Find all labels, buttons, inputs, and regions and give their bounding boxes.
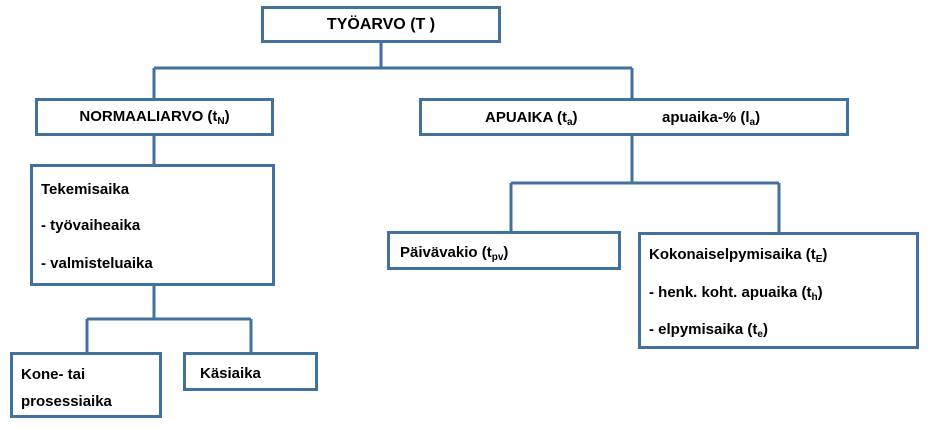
machine-line-1: Kone- tai xyxy=(21,366,86,383)
normal-label: NORMAALIARVO (tN) xyxy=(79,108,230,127)
aux-percent-label: apuaika-% (la) xyxy=(662,109,761,128)
recovery-title: Kokonaiselpymisaika (tE) xyxy=(649,246,828,265)
recovery-box: Kokonaiselpymisaika (tE) - henk. koht. a… xyxy=(638,232,919,349)
recovery-item-2: - elpymisaika (te) xyxy=(649,321,768,340)
aux-box: APUAIKA (ta) apuaika-% (la) xyxy=(419,98,849,136)
work-title: Tekemisaika xyxy=(41,181,130,198)
work-item-1: - työvaiheaika xyxy=(41,217,141,234)
hand-box: Käsiaika xyxy=(183,352,318,391)
root-label: TYÖARVO (T ) xyxy=(326,15,436,33)
daily-box: Päivävakio (tpv) xyxy=(387,231,621,270)
daily-label: Päivävakio (tpv) xyxy=(400,244,509,263)
machine-box: Kone- tai prosessiaika xyxy=(10,352,162,418)
normal-box: NORMAALIARVO (tN) xyxy=(35,98,274,136)
hand-label: Käsiaika xyxy=(200,365,261,382)
root-box: TYÖARVO (T ) xyxy=(261,6,501,43)
work-box: Tekemisaika - työvaiheaika - valmistelua… xyxy=(30,164,275,286)
aux-label: APUAIKA (ta) xyxy=(485,109,578,128)
work-item-2: - valmisteluaika xyxy=(41,255,153,272)
machine-line-2: prosessiaika xyxy=(21,393,112,410)
recovery-item-1: - henk. koht. apuaika (th) xyxy=(649,284,823,303)
